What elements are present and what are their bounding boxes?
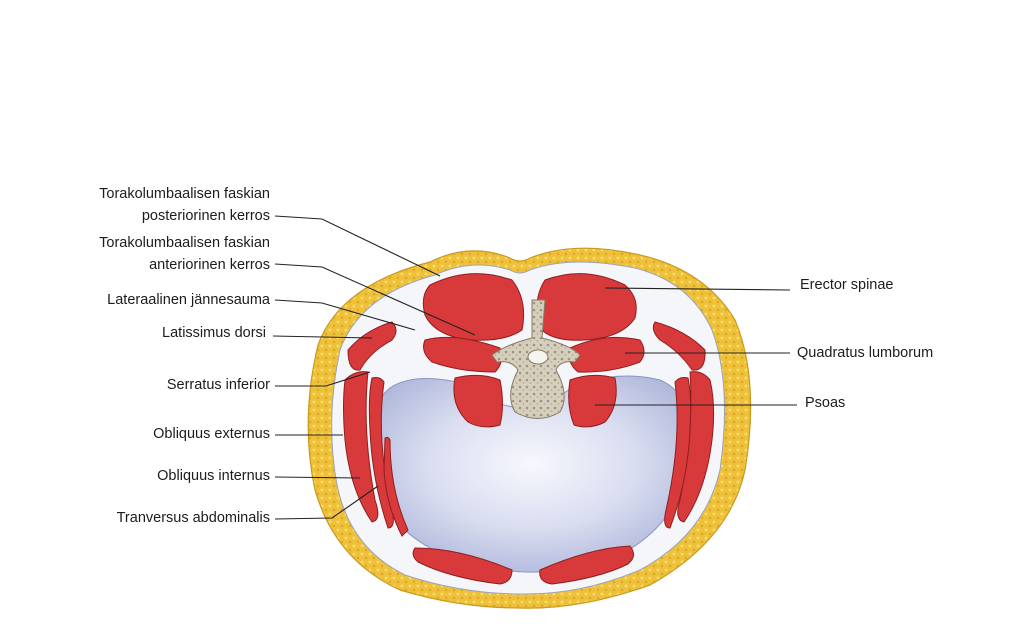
label-transversus-abdominalis: Tranversus abdominalis xyxy=(58,508,270,528)
label-line: Lateraalinen jännesauma xyxy=(58,290,270,310)
label-obliquus-internus: Obliquus internus xyxy=(58,466,270,486)
label-line: Serratus inferior xyxy=(58,375,270,395)
label-line: Obliquus internus xyxy=(58,466,270,486)
label-psoas: Psoas xyxy=(805,393,845,413)
label-line: anteriorinen kerros xyxy=(58,254,270,276)
label-line: Torakolumbaalisen faskian xyxy=(58,232,270,254)
label-line: Quadratus lumborum xyxy=(797,343,933,363)
label-line: Erector spinae xyxy=(800,275,894,295)
label-line: Latissimus dorsi xyxy=(58,323,266,343)
label-latissimus-dorsi: Latissimus dorsi xyxy=(58,323,266,343)
label-line: Obliquus externus xyxy=(58,424,270,444)
label-line: Torakolumbaalisen faskian xyxy=(58,183,270,205)
label-serratus-inferior: Serratus inferior xyxy=(58,375,270,395)
erector-spinae-left xyxy=(423,274,523,341)
label-quadratus-lumborum: Quadratus lumborum xyxy=(797,343,933,363)
label-obliquus-externus: Obliquus externus xyxy=(58,424,270,444)
label-line: posteriorinen kerros xyxy=(58,205,270,227)
label-line: Psoas xyxy=(805,393,845,413)
label-erector-spinae: Erector spinae xyxy=(800,275,894,295)
label-lateral-raphe: Lateraalinen jännesauma xyxy=(58,290,270,310)
label-line: Tranversus abdominalis xyxy=(58,508,270,528)
label-thoracolumbar-anterior: Torakolumbaalisen faskian anteriorinen k… xyxy=(58,232,270,276)
label-thoracolumbar-posterior: Torakolumbaalisen faskian posteriorinen … xyxy=(58,183,270,227)
erector-spinae-right xyxy=(537,274,636,341)
spinal-canal xyxy=(528,350,548,364)
